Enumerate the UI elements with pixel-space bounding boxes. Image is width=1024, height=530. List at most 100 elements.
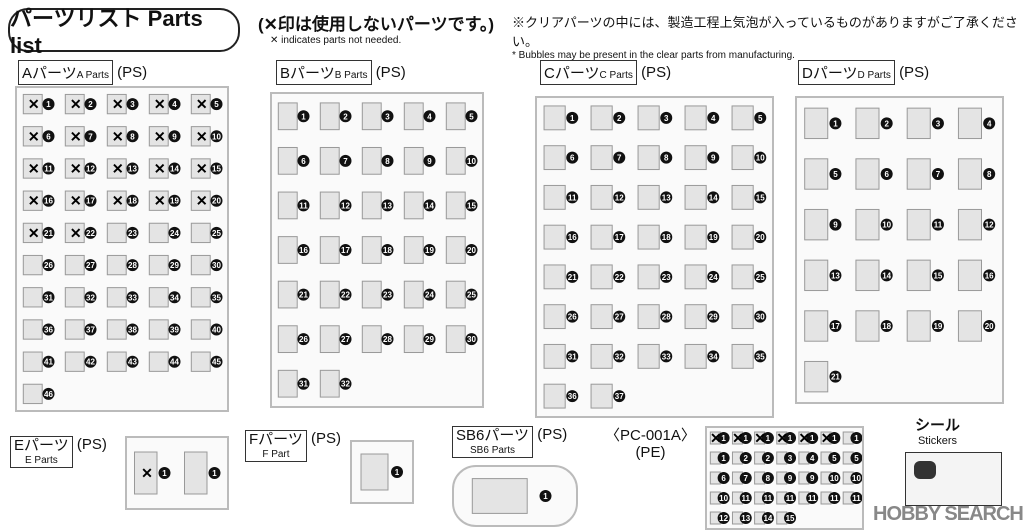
svg-text:8: 8 (766, 474, 771, 483)
part-number-marker: 3 (931, 117, 944, 130)
part-number-marker: 1 (806, 432, 819, 444)
clear-parts-note: ※クリアパーツの中には、製造工程上気泡が入っているものがありますがご了承ください… (512, 12, 1024, 61)
part-shape (906, 107, 931, 140)
part-number-marker: 39 (168, 323, 181, 336)
label-jp: SB6パーツ (456, 427, 530, 444)
svg-text:31: 31 (44, 293, 53, 302)
part-number-marker: 14 (423, 199, 436, 212)
svg-text:14: 14 (882, 271, 891, 280)
part-number-marker: 9 (784, 472, 797, 484)
svg-text:9: 9 (172, 132, 177, 141)
svg-text:2: 2 (343, 112, 348, 121)
part-number-marker: 23 (381, 288, 394, 301)
label-jp: Fパーツ (249, 431, 303, 448)
not-needed-x-mark: ✕ (821, 430, 833, 446)
part-shape (148, 190, 169, 211)
svg-text:3: 3 (936, 119, 941, 128)
part-shape (637, 343, 660, 369)
svg-text:11: 11 (830, 494, 839, 503)
svg-text:36: 36 (44, 326, 53, 335)
part-shape (319, 280, 340, 309)
clear-note-en: * Bubbles may be present in the clear pa… (512, 50, 795, 61)
svg-text:27: 27 (86, 261, 95, 270)
part-number-marker: 4 (806, 452, 819, 464)
part-shape (64, 158, 85, 179)
svg-text:31: 31 (299, 380, 308, 389)
part-number-marker: 21 (42, 226, 55, 239)
svg-text:26: 26 (568, 313, 577, 322)
part-number-marker: 11 (297, 199, 310, 212)
part-shape (637, 224, 660, 250)
not-needed-x-mark: ✕ (154, 161, 166, 177)
part-shape (543, 264, 566, 290)
svg-text:22: 22 (86, 229, 95, 238)
part-shape (319, 102, 340, 131)
part-shape (684, 304, 707, 330)
part-number-marker: 15 (465, 199, 478, 212)
svg-text:5: 5 (469, 112, 474, 121)
svg-text:45: 45 (212, 358, 221, 367)
sticker-image (914, 461, 936, 479)
svg-text:9: 9 (711, 154, 716, 163)
part-shape (543, 383, 566, 409)
svg-text:1: 1 (832, 434, 837, 443)
part-number-marker: 31 (566, 350, 579, 363)
part-number-marker: 6 (880, 168, 893, 180)
part-number-marker: 1 (784, 432, 797, 444)
part-shape (590, 264, 613, 290)
label-jp: Bパーツ (280, 65, 335, 82)
part-shape (148, 287, 169, 308)
svg-text:3: 3 (130, 100, 135, 109)
part-number-marker: 30 (754, 310, 767, 323)
part-number-marker: 35 (210, 291, 223, 304)
svg-text:18: 18 (128, 197, 137, 206)
part-shape (445, 280, 466, 309)
not-needed-x-mark: ✕ (112, 193, 124, 209)
part-number-marker: 26 (42, 259, 55, 272)
part-shape (64, 126, 85, 147)
svg-text:10: 10 (719, 494, 728, 503)
part-number-marker: 7 (339, 154, 352, 167)
svg-text:7: 7 (343, 157, 348, 166)
part-number-marker: 4 (168, 98, 181, 111)
part-shape (731, 264, 754, 290)
part-number-marker: 12 (613, 191, 626, 204)
part-number-marker: 11 (828, 492, 841, 504)
svg-text:23: 23 (662, 273, 671, 282)
part-number-marker: 33 (660, 350, 673, 363)
part-number-marker: 11 (566, 191, 579, 204)
svg-text:46: 46 (44, 390, 53, 399)
part-number-marker: 1 (539, 490, 552, 502)
svg-text:20: 20 (756, 233, 765, 242)
part-number-marker: 29 (423, 333, 436, 346)
runner-a: 1✕2✕3✕4✕5✕6✕7✕8✕9✕10✕11✕12✕13✕14✕15✕16✕1… (15, 86, 229, 412)
svg-text:1: 1 (788, 434, 793, 443)
not-needed-x-mark: ✕ (799, 430, 811, 446)
part-shape (957, 158, 982, 190)
material: (PS) (641, 64, 672, 81)
part-shape (319, 146, 340, 175)
svg-text:7: 7 (744, 474, 749, 483)
part-shape (637, 145, 660, 171)
part-shape (361, 102, 382, 131)
material: (PE) (635, 443, 666, 461)
runner-e: 1✕1 (125, 436, 229, 510)
svg-text:15: 15 (933, 271, 942, 280)
svg-text:7: 7 (88, 132, 93, 141)
svg-text:9: 9 (427, 157, 432, 166)
not-needed-x-mark: ✕ (754, 430, 766, 446)
unused-note-en: ✕ indicates parts not needed. (270, 35, 402, 46)
svg-text:8: 8 (130, 132, 135, 141)
label-jp: 〈PC-001A〉 (605, 427, 696, 444)
part-number-marker: 1 (717, 452, 730, 464)
part-number-marker: 21 (829, 370, 842, 383)
part-number-marker: 21 (566, 270, 579, 283)
svg-text:19: 19 (425, 246, 434, 255)
part-number-marker: 7 (739, 472, 752, 484)
svg-text:5: 5 (833, 170, 838, 179)
part-number-marker: 32 (613, 350, 626, 363)
svg-text:29: 29 (709, 313, 718, 322)
part-shape (190, 93, 211, 115)
part-shape (190, 254, 211, 276)
part-number-marker: 14 (761, 512, 774, 524)
